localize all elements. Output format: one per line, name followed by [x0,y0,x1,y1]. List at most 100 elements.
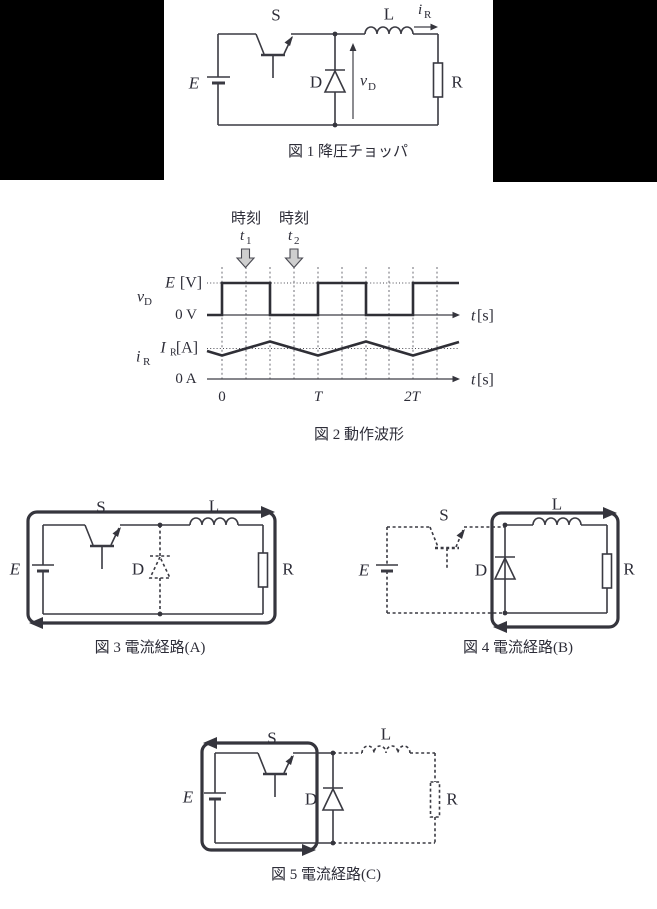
transistor-switch-icon-off [429,526,465,569]
label-D: D [132,560,144,579]
label-E: E [188,74,200,93]
vd-name-sub: D [144,296,152,308]
ir-name-sub: R [143,356,151,368]
fig4-caption: 図 4 電流経路(B) [463,639,573,656]
fig5-circuit: E S L R D 図 5 電流経路(C) [182,725,459,884]
ir-level-unit: [A] [176,340,198,357]
transistor-switch-icon [84,524,121,569]
fig2-caption: 図 2 動作波形 [314,426,404,443]
inductor-icon [189,517,239,526]
jikoku2-label: 時刻 [279,210,309,227]
vd-time-axis [207,311,460,319]
fig3-caption: 図 3 電流経路(A) [95,639,206,656]
resistor-icon-off [429,781,441,818]
inductor-icon-off [361,745,411,754]
fig5-caption: 図 5 電流経路(C) [271,866,381,883]
current-loop-B [490,511,620,629]
battery-icon [32,564,54,573]
vd-high-sym: E [164,275,175,292]
battery-icon [207,76,230,85]
label-R: R [446,790,458,809]
label-L: L [209,497,219,516]
vd-t-unit: [s] [477,308,494,325]
vd-t: t [471,308,476,325]
node-dot [330,840,336,846]
inductor-icon [532,517,582,526]
label-D: D [305,790,317,809]
resistor-icon [432,62,444,98]
ir-triangle-wave [206,340,460,357]
node-dot [157,522,163,528]
label-S: S [267,729,276,748]
redaction-bar-left [0,0,164,180]
label-S: S [439,506,448,525]
fig2-waveforms: 時刻 t 1 時刻 t 2 E [V] v D 0 V t [s] I R [A… [136,210,494,443]
fig3-circuit: E S L R D 図 3 電流経路(A) [9,497,295,657]
label-E: E [358,561,370,580]
vd-high-unit: [V] [180,275,202,292]
ir-level-sub: R [170,348,177,359]
current-loop-C [200,741,319,852]
diode-icon [321,787,345,811]
time-t2-block-arrow-icon [284,248,304,269]
ir-name: i [136,349,140,366]
label-R: R [282,560,294,579]
vd-voltage-arrow [349,43,357,119]
label-vD: v [360,73,368,90]
vd-square-wave [207,281,459,317]
current-loop-A [26,510,277,625]
tick-2T: 2T [404,389,422,405]
node-dot [332,122,338,128]
tick-0: 0 [218,389,226,405]
node-dot [157,611,163,617]
transistor-switch-icon [257,752,294,797]
t1-sub: 1 [246,235,252,247]
ir-zero: 0 A [175,371,196,387]
label-S: S [96,498,105,517]
diode-icon [493,556,517,580]
loop-arrowhead-right-icon [261,506,275,518]
diode-icon-off [148,525,172,614]
battery-icon-off [376,564,398,573]
node-dot [332,31,338,37]
node-dot [330,750,336,756]
time-t1-block-arrow-icon [235,248,256,269]
resistor-icon [601,553,613,589]
transistor-switch-icon [255,33,293,78]
loop-arrowhead-right-icon [603,507,617,519]
label-L: L [552,495,562,514]
inductor-icon [364,26,414,35]
ir-current-arrow [414,23,438,31]
fig1-caption: 図 1 降圧チョッパ [288,143,408,160]
t2-label: t [288,228,293,244]
label-D: D [310,73,322,92]
jikoku1-label: 時刻 [231,210,261,227]
node-dot [502,610,508,616]
vd-zero: 0 V [175,307,197,323]
redaction-bar-right [493,0,657,182]
ir-level-sym: I [159,340,166,357]
loop-arrowhead-left-icon [493,621,507,633]
switch-current-arrowhead-icon [284,36,293,46]
loop-arrowhead-left-icon [29,617,43,629]
t1-label: t [240,228,245,244]
fig1-circuit: E S L R D i R v D 図 1 降圧チョッパ [188,2,464,160]
resistor-icon [257,552,269,588]
loop-arrowhead-left-icon [203,737,217,749]
loop-arrowhead-right-icon [302,844,316,856]
label-E: E [182,788,194,807]
label-iR: i [418,2,422,18]
node-dot [502,522,508,528]
fig4-circuit: E S L R D 図 4 電流経路(B) [358,495,636,657]
label-D: D [475,561,487,580]
t2-sub: 2 [294,235,300,247]
tick-T: T [314,389,324,405]
label-E: E [9,560,21,579]
battery-icon [204,792,226,801]
label-L: L [384,5,394,24]
label-L: L [381,725,391,744]
label-S: S [271,6,280,25]
label-iR-sub: R [424,9,432,21]
label-R: R [451,73,463,92]
